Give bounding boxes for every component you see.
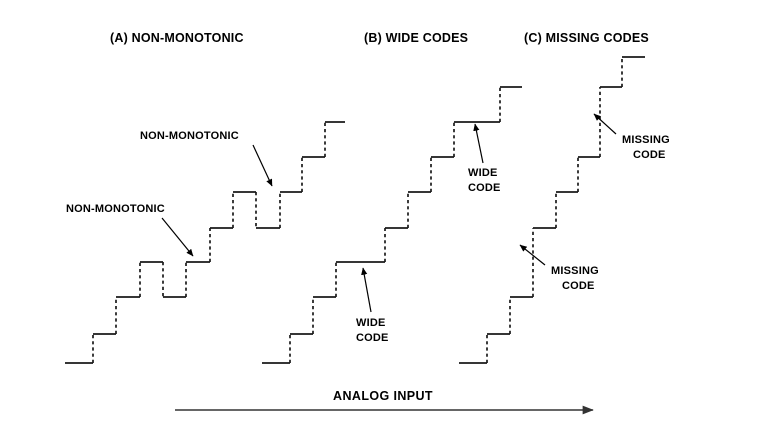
leader-arrow-missing-code-2 <box>593 113 617 135</box>
leader-arrow-non-monotonic-2 <box>252 144 273 187</box>
staircase-c <box>459 56 645 364</box>
staircase-b <box>262 86 522 364</box>
annotation-missing-code-2-line2: CODE <box>633 149 666 161</box>
annotation-non-monotonic-1: NON-MONOTONIC <box>66 203 165 215</box>
annotation-arrows <box>161 113 617 313</box>
leader-arrow-non-monotonic-1 <box>161 217 194 257</box>
panel-title-c: (C) MISSING CODES <box>524 31 649 45</box>
annotation-non-monotonic-2: NON-MONOTONIC <box>140 130 239 142</box>
annotation-missing-code-2-line1: MISSING <box>622 134 670 146</box>
panel-title-b: (B) WIDE CODES <box>364 31 468 45</box>
leader-arrow-wide-code-2 <box>473 123 484 164</box>
panel-titles: (A) NON-MONOTONIC (B) WIDE CODES (C) MIS… <box>110 31 649 45</box>
annotation-wide-code-1-line1: WIDE <box>356 317 386 329</box>
panel-title-a: (A) NON-MONOTONIC <box>110 31 244 45</box>
leader-arrow-missing-code-1 <box>519 244 546 266</box>
staircase-curves <box>65 56 645 364</box>
analog-input-axis: ANALOG INPUT <box>175 389 594 415</box>
annotation-labels: NON-MONOTONIC NON-MONOTONIC WIDE CODE WI… <box>66 130 670 344</box>
staircase-a <box>65 121 345 364</box>
leader-arrow-wide-code-1 <box>361 267 372 313</box>
annotation-missing-code-1-line2: CODE <box>562 280 595 292</box>
axis-label-analog-input: ANALOG INPUT <box>333 389 433 403</box>
annotation-wide-code-2-line2: CODE <box>468 182 501 194</box>
annotation-wide-code-2-line1: WIDE <box>468 167 498 179</box>
annotation-wide-code-1-line2: CODE <box>356 332 389 344</box>
annotation-missing-code-1-line1: MISSING <box>551 265 599 277</box>
